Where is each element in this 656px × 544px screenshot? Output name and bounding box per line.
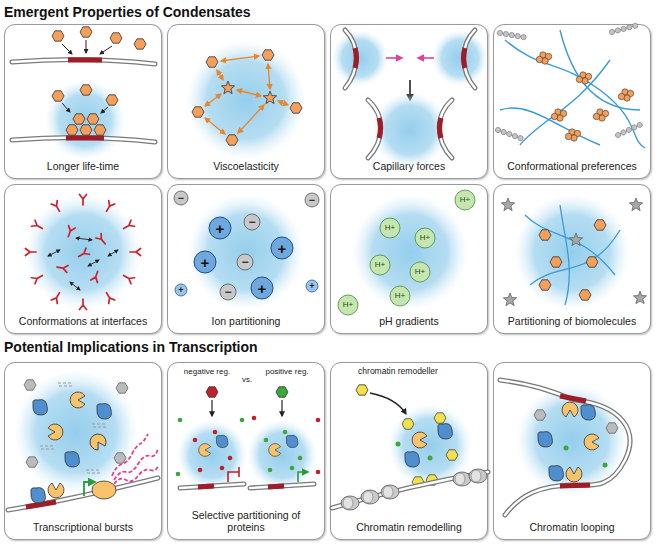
ion-sign: − (309, 195, 315, 206)
panel-caption: pH gradients (335, 315, 483, 328)
panel-box: Partitioning of biomolecules (493, 184, 651, 334)
panel-box: Chromatin looping (493, 362, 651, 540)
proton-label: H+ (385, 224, 395, 232)
panel-caption: Ion partitioning (172, 315, 320, 328)
annotation: positive reg. (265, 368, 308, 376)
panel-box: Capillary forces (330, 24, 488, 179)
panel-caption: Capillary forces (335, 160, 483, 173)
section-title: Emergent Properties of Condensates (4, 4, 251, 20)
panel-box: Viscoelasticity (167, 24, 325, 179)
section-title: Potential Implications in Transcription (4, 340, 258, 354)
panel-box: Longer life-time (4, 24, 162, 179)
panel-box: Transcriptional bursts (4, 362, 162, 540)
panel-caption: Conformations at interfaces (9, 315, 157, 328)
proton-label: H+ (460, 196, 470, 204)
panel-box: Conformations at interfaces (4, 184, 162, 334)
panel-caption: Viscoelasticity (172, 160, 320, 173)
proton-label: H+ (375, 261, 385, 269)
ion-sign: − (248, 216, 255, 228)
ion-sign: − (224, 286, 231, 298)
panel-box: Conformational preferences (493, 24, 651, 179)
proton-label: H+ (395, 292, 405, 300)
panel-caption: Selective partitioning of proteins (172, 509, 320, 534)
ion-sign: + (278, 241, 287, 256)
panel-caption: Chromatin remodelling (335, 521, 483, 534)
ion-sign: + (309, 282, 314, 291)
panel-caption: Conformational preferences (498, 160, 646, 173)
annotation: negative reg. (184, 368, 230, 376)
ion-sign: − (241, 256, 248, 268)
proton-label: H+ (415, 268, 425, 276)
annotation: vs. (242, 376, 252, 384)
proton-label: H+ (420, 234, 430, 242)
ion-sign: − (178, 193, 184, 204)
panel-caption: Partitioning of biomolecules (498, 315, 646, 328)
panel-box: Selective partitioning of proteins (167, 362, 325, 540)
panel-caption: Transcriptional bursts (9, 521, 157, 534)
ion-sign: + (201, 255, 210, 270)
proton-label: H+ (343, 301, 353, 309)
panel-caption: Chromatin looping (498, 521, 646, 534)
panel-box: pH gradients (330, 184, 488, 334)
ion-sign: + (178, 286, 183, 295)
panel-caption: Longer life-time (9, 160, 157, 173)
ion-sign: + (258, 281, 267, 296)
panel-box: Chromatin remodelling (330, 362, 488, 540)
annotation: chromatin remodeller (358, 367, 438, 376)
ion-sign: + (216, 221, 225, 236)
